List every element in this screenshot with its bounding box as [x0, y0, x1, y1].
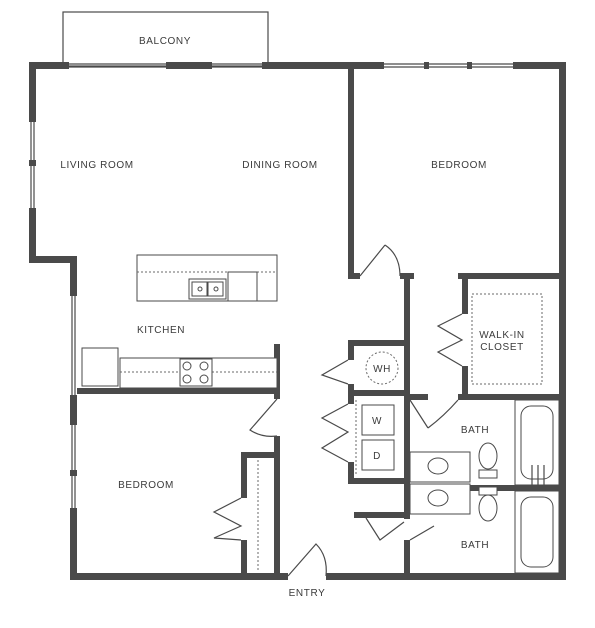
- bath-2-label: BATH: [461, 540, 489, 551]
- walk-in-closet-label-1: WALK-IN: [479, 330, 525, 341]
- washer-label: W: [372, 416, 382, 427]
- water-heater-label: WH: [373, 364, 391, 375]
- kitchen-counter: [81, 347, 278, 389]
- balcony-label: BALCONY: [139, 36, 191, 47]
- entry-label: ENTRY: [289, 588, 326, 599]
- living-room-label: LIVING ROOM: [60, 160, 133, 171]
- windows: [30, 63, 513, 508]
- dryer-label: D: [373, 451, 381, 462]
- bath-1-label: BATH: [461, 425, 489, 436]
- balcony: [62, 11, 269, 67]
- water-heater: [365, 351, 399, 385]
- walk-in-closet-label-2: CLOSET: [480, 342, 524, 353]
- washer-dryer: [355, 400, 395, 476]
- exterior-walls: [29, 62, 566, 580]
- bath-2-fixtures: [409, 483, 560, 574]
- doors: [212, 244, 464, 577]
- kitchen-island: [136, 254, 278, 302]
- dining-room-label: DINING ROOM: [242, 160, 318, 171]
- kitchen-label: KITCHEN: [137, 325, 185, 336]
- bath-1-fixtures: [409, 399, 560, 488]
- bedroom-2-label: BEDROOM: [118, 480, 174, 491]
- bedroom-1-label: BEDROOM: [431, 160, 487, 171]
